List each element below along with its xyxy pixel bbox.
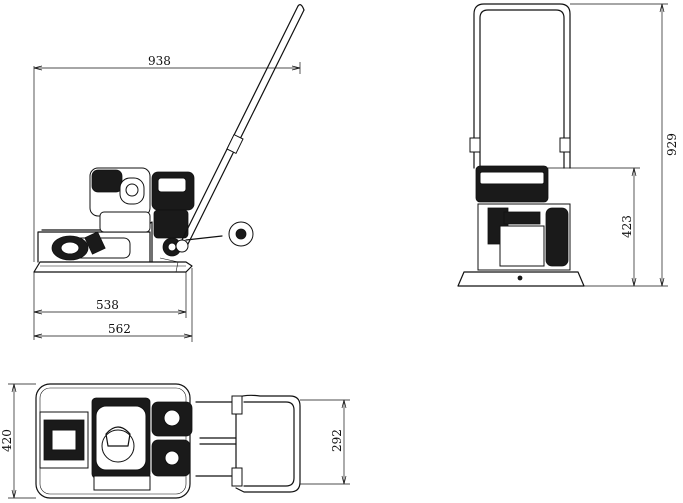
handle-clamp [226,133,244,155]
dim-front-engine: 423 [620,215,634,238]
side-base-plate [33,261,193,273]
dim-side-plate: 538 [96,298,119,312]
side-frame [37,231,151,263]
front-base-plate [457,271,585,287]
front-crankcase [499,225,545,267]
belt-tensioner [84,231,106,255]
front-muffler [545,207,569,267]
handle-grip-right [559,137,571,153]
recoil-starter [153,209,189,239]
side-view [33,4,305,273]
dim-front-overall: 929 [665,133,679,156]
front-handle [473,3,571,169]
side-dimensions: 938 538 562 [33,54,301,342]
top-dimensions: 420 292 [0,383,350,499]
top-handle-arms [195,401,237,477]
dim-top-plate: 292 [330,429,344,452]
front-dimensions: 929 423 [548,3,679,287]
front-view [457,3,585,287]
fuel-tank [91,169,123,193]
handle-bar [179,5,299,245]
top-base-plate [35,383,191,499]
dim-top-width: 420 [0,429,14,452]
dim-side-overall: 938 [148,54,171,68]
dim-side-base: 562 [108,322,131,336]
top-view [35,383,301,499]
handle-grip-left [469,137,481,153]
